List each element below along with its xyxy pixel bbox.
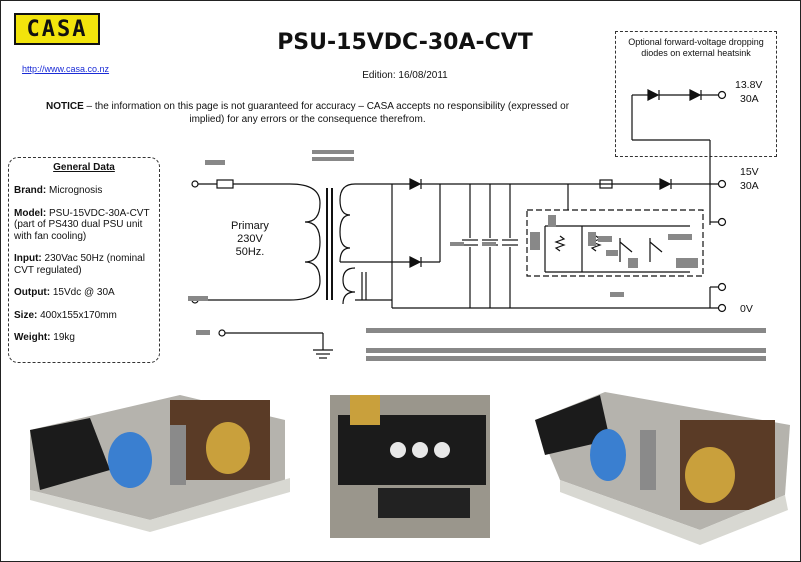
output-0v-label: 0V	[740, 303, 753, 315]
notice-text: NOTICE – the information on this page is…	[45, 101, 570, 125]
general-data-panel: General Data Brand: Micrognosis Model: P…	[8, 157, 160, 363]
spec-weight: Weight: 19kg	[14, 332, 75, 343]
photo-side-right	[535, 392, 790, 545]
optional-diodes-note: Optional forward-voltage dropping diodes…	[628, 37, 764, 58]
spec-brand: Brand: Micrognosis	[14, 185, 103, 196]
photo-side-left	[30, 395, 290, 532]
spec-input: Input: 230Vac 50Hz (nominal CVT regulate…	[14, 253, 145, 276]
spec-output: Output: 15Vdc @ 30A	[14, 287, 115, 298]
edition-date: Edition: 16/08/2011	[362, 70, 448, 81]
casa-logo: CASA	[14, 13, 100, 45]
spec-size: Size: 400x155x170mm	[14, 309, 117, 321]
spec-model: Model: PSU-15VDC-30A-CVT (part of PS430 …	[14, 207, 150, 242]
output-13v8-current: 30A	[740, 93, 759, 105]
optional-diodes-box	[615, 31, 777, 157]
circuit-schematic	[188, 89, 766, 361]
website-link[interactable]: http://www.casa.co.nz	[22, 64, 110, 74]
general-data-heading: General Data	[53, 162, 115, 173]
output-15v-current: 30A	[740, 180, 759, 192]
photo-front-heatsink	[330, 395, 490, 538]
page-title: PSU-15VDC-30A-CVT	[277, 30, 533, 55]
output-13v8-label: 13.8V	[735, 79, 763, 91]
output-15v-label: 15V	[740, 166, 759, 178]
